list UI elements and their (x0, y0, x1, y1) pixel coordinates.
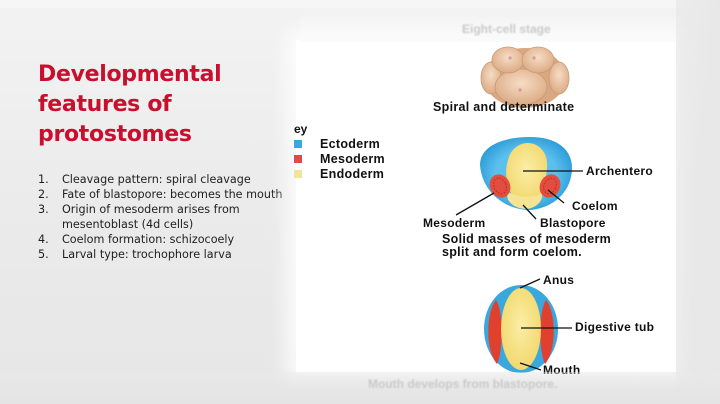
faded-top-caption: Eight-cell stage (462, 22, 551, 36)
title-line-3: protostomes (38, 122, 192, 147)
feature-item: 2. Fate of blastopore: becomes the mouth (38, 187, 288, 202)
features-list: 1. Cleavage pattern: spiral cleavage 2. Fa… (38, 172, 288, 262)
faded-bottom-caption: Mouth develops from blastopore. (368, 377, 558, 391)
coelom-label: Coelom (572, 199, 618, 213)
germ-layer-key: ey Ectoderm Mesoderm Endoderm (284, 122, 385, 181)
feature-item: 1. Cleavage pattern: spiral cleavage (38, 172, 288, 187)
feature-text: Origin of mesoderm arises from mesentobl… (62, 203, 240, 231)
feature-number: 3. (38, 203, 49, 216)
key-title: ey (294, 122, 308, 136)
title-line-2: features of (38, 92, 172, 117)
feature-text: Coelom formation: schizocoely (62, 233, 235, 246)
feature-text: Fate of blastopore: becomes the mouth (62, 188, 283, 201)
key-label: Mesoderm (320, 151, 385, 166)
endoderm-swatch-icon (294, 169, 302, 178)
top-band (0, 0, 720, 8)
feature-text: Larval type: trochophore larva (62, 248, 232, 261)
feature-item: 3. Origin of mesoderm arises from mesento… (38, 202, 288, 232)
feature-text: Cleavage pattern: spiral cleavage (62, 173, 251, 186)
gastrula-caption-line-2: split and form coelom. (442, 245, 582, 259)
gastrula-icon (455, 137, 583, 220)
larva-icon (484, 278, 572, 373)
key-item-ectoderm: Ectoderm (284, 136, 385, 151)
panel-top-fade (300, 12, 680, 42)
feature-number: 5. (38, 248, 49, 261)
blastopore-label: Blastopore (540, 216, 606, 230)
title-line-1: Developmental (38, 62, 222, 87)
archenteron-label: Archentero (586, 164, 654, 178)
feature-number: 1. (38, 173, 49, 186)
key-item-endoderm: Endoderm (284, 166, 385, 181)
bottom-edge-shade (0, 372, 720, 404)
ectoderm-swatch-icon (294, 139, 302, 148)
mesoderm-label: Mesoderm (423, 216, 486, 230)
eight-cell-embryo-icon (480, 46, 570, 108)
right-edge-shade (676, 0, 720, 404)
mesoderm-swatch-icon (294, 154, 302, 163)
feature-item: 4. Coelom formation: schizocoely (38, 232, 288, 247)
feature-number: 2. (38, 188, 49, 201)
key-item-mesoderm: Mesoderm (284, 151, 385, 166)
feature-number: 4. (38, 233, 49, 246)
gastrula-caption-line-1: Solid masses of mesoderm (442, 232, 612, 246)
key-label: Ectoderm (320, 136, 381, 151)
digestive-tube-label: Digestive tub (575, 320, 655, 334)
key-label: Endoderm (320, 166, 385, 181)
cleavage-caption: Spiral and determinate (433, 100, 575, 114)
anus-label: Anus (543, 273, 575, 287)
feature-item: 5. Larval type: trochophore larva (38, 247, 288, 262)
slide-title: Developmental features of protostomes (38, 60, 288, 150)
gastrula-caption: Solid masses of mesoderm split and form … (442, 233, 611, 259)
